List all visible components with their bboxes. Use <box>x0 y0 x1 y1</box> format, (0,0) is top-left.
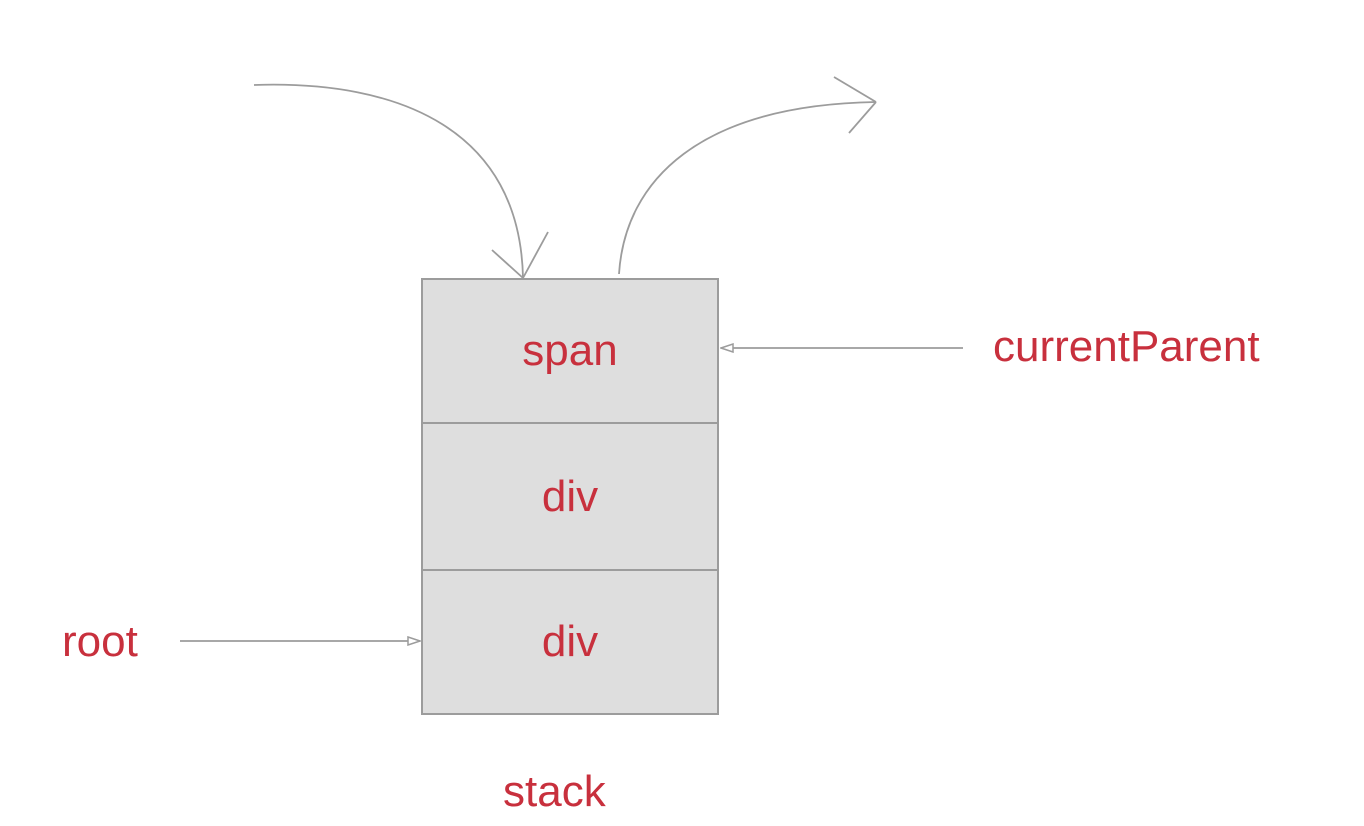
pop-arrow <box>618 76 877 275</box>
current-parent-label: currentParent <box>993 322 1260 371</box>
stack-cell-top: span <box>421 278 719 424</box>
push-arrow <box>253 83 549 279</box>
stack-cell-label: div <box>541 617 599 666</box>
stack-cell-bottom: div <box>421 569 719 715</box>
stack-cell-label: span <box>522 326 618 375</box>
stack-label: stack <box>503 767 606 816</box>
root-label: root <box>62 617 138 666</box>
stack-cell-label: div <box>541 471 599 521</box>
stack-cell-middle: div <box>421 422 719 571</box>
